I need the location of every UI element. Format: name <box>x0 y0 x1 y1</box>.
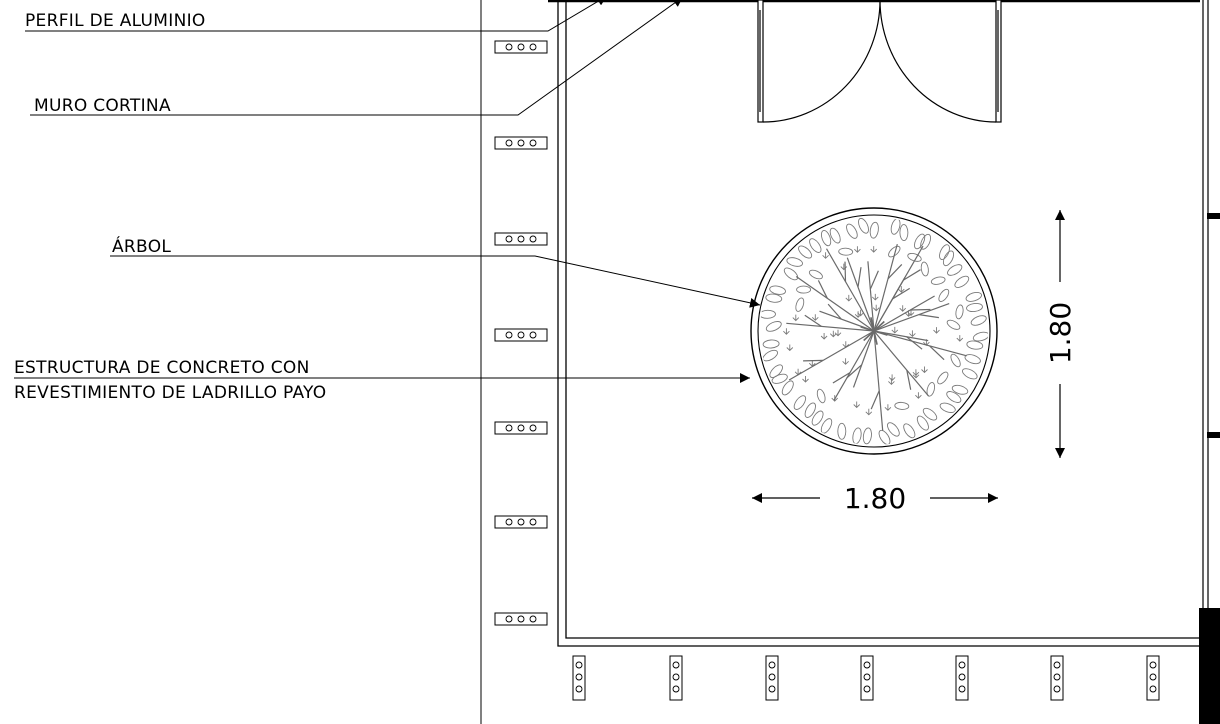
column-marker <box>494 328 548 342</box>
leader-muro <box>30 0 683 116</box>
tree-branches <box>786 243 967 431</box>
column-marker <box>494 421 548 435</box>
column-marker <box>669 655 683 701</box>
column-marker <box>765 655 779 701</box>
column-marker <box>494 232 548 246</box>
column-marker <box>494 515 548 529</box>
dimension-horizontal-text: 1.80 <box>844 482 906 515</box>
column-marker <box>955 655 969 701</box>
dimension-vertical: 1.80 <box>1044 210 1077 458</box>
dimension-horizontal: 1.80 <box>752 482 998 515</box>
leader-lines <box>14 0 761 383</box>
label-arbol: ÁRBOL <box>112 235 171 257</box>
column-marker <box>494 612 548 626</box>
tree-leaves <box>760 217 988 445</box>
column-marker <box>494 136 548 150</box>
column-marker <box>1146 655 1160 701</box>
leader-perfil <box>25 0 607 32</box>
tree-symbol <box>750 207 998 455</box>
column-marker <box>1050 655 1064 701</box>
double-door <box>757 0 1002 123</box>
column-marker <box>860 655 874 701</box>
right-curtain-wall <box>1199 0 1220 724</box>
label-muro-cortina: MURO CORTINA <box>34 96 171 116</box>
tree-outer-circle <box>750 207 998 455</box>
dimension-vertical-text: 1.80 <box>1044 302 1077 364</box>
column-markers-bottom <box>572 655 1160 701</box>
tree-inner-circle <box>757 214 991 448</box>
leader-arbol <box>110 255 761 308</box>
label-perfil-aluminio: PERFIL DE ALUMINIO <box>25 11 206 31</box>
column-marker <box>494 40 548 54</box>
column-markers-left <box>494 40 548 626</box>
label-estructura-line1: ESTRUCTURA DE CONCRETO CON <box>14 358 310 378</box>
label-estructura-line2: REVESTIMIENTO DE LADRILLO PAYO <box>14 383 327 403</box>
column-marker <box>572 655 586 701</box>
inner-wall <box>557 0 1200 647</box>
